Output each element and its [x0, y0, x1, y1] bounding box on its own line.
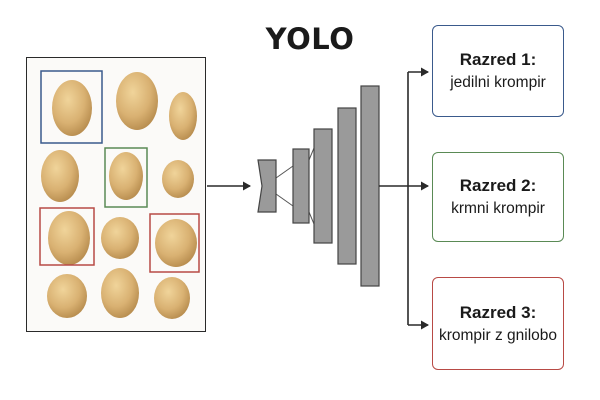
- class-title: Razred 3:: [459, 302, 537, 322]
- diagram-title: YOLO: [265, 22, 355, 56]
- potato: [169, 92, 197, 140]
- conv-layer-2: [313, 128, 333, 244]
- input-layer: [257, 159, 277, 213]
- layer-connections: [275, 147, 315, 225]
- conv-layer-3: [337, 107, 357, 265]
- class-box-3: Razred 3: krompir z gnilobo: [432, 277, 564, 370]
- potato: [41, 150, 79, 202]
- class-name: krompir z gnilobo: [438, 326, 558, 344]
- potato: [101, 217, 139, 259]
- bounding-box-class1: [40, 70, 103, 144]
- class-name: jedilni krompir: [450, 74, 546, 91]
- class-title: Razred 2:: [459, 176, 537, 195]
- conv-layer-1: [292, 148, 310, 224]
- cnn-layers: [257, 85, 380, 287]
- potato: [116, 72, 158, 130]
- bounding-box-class2: [104, 147, 148, 208]
- bounding-box-class3: [39, 207, 95, 266]
- potato: [48, 211, 90, 265]
- potato: [47, 274, 87, 318]
- potato: [109, 152, 143, 200]
- potato: [162, 160, 194, 198]
- class-box-1: Razred 1: jedilni krompir: [432, 25, 564, 117]
- conv-layer-4: [360, 85, 380, 287]
- potato: [155, 219, 197, 267]
- potato-image: [39, 70, 200, 319]
- output-arrows: [379, 67, 429, 330]
- potato: [52, 80, 92, 136]
- potato: [154, 277, 190, 319]
- class-box-2: Razred 2: krmni krompir: [432, 152, 564, 242]
- input-image-panel: [26, 57, 206, 332]
- bounding-box-class3: [149, 213, 200, 273]
- class-title: Razred 1:: [459, 50, 537, 69]
- class-name: krmni krompir: [451, 200, 545, 217]
- potato: [101, 268, 139, 318]
